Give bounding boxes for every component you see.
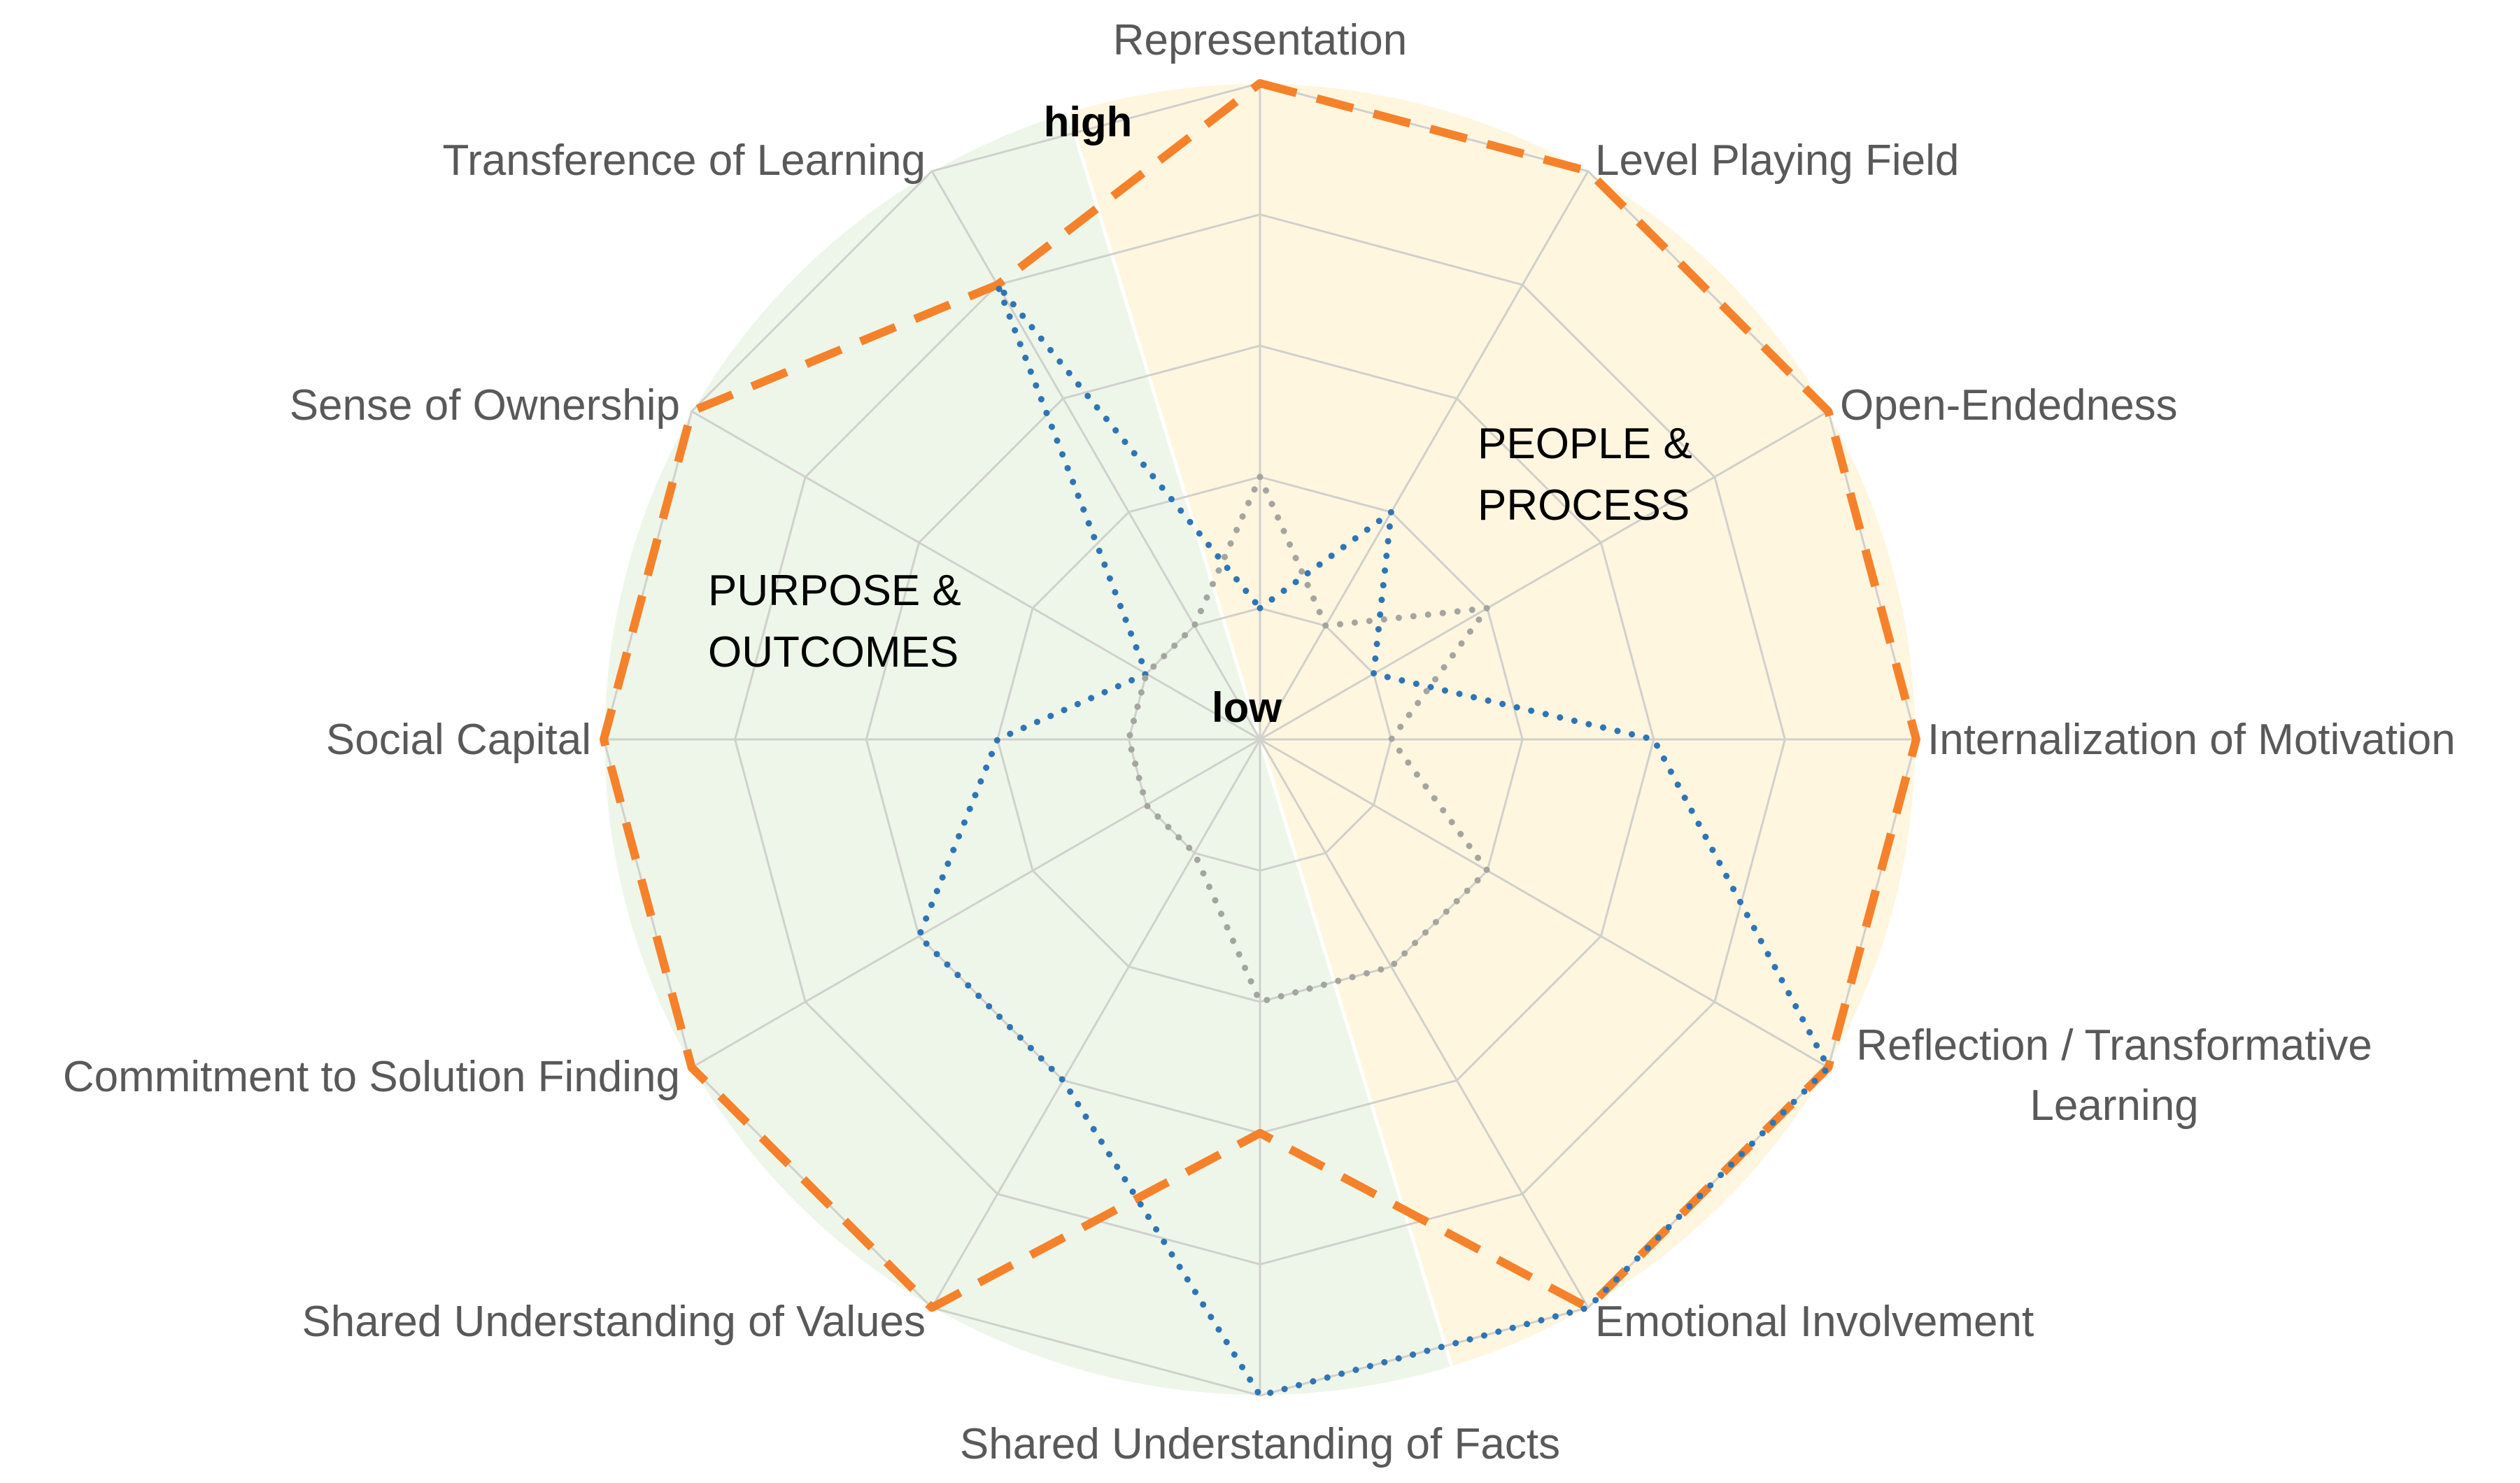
chart-series	[600, 79, 1920, 1399]
series-3-point	[1487, 607, 1488, 609]
axis-label: Emotional Involvement	[1595, 1298, 2034, 1346]
purpose-outcomes-region	[604, 112, 1452, 1395]
axis-label: Reflection / Transformative	[1856, 1021, 2372, 1070]
axis-label: Internalization of Motivation	[1927, 716, 2456, 764]
grid-spoke	[1259, 170, 1590, 740]
axis-label: Sense of Ownership	[290, 381, 680, 430]
series-3-point	[1487, 870, 1488, 872]
group-label: OUTCOMES	[708, 628, 958, 676]
axis-label: Shared Understanding of Facts	[960, 1420, 1560, 1468]
grid-spoke	[691, 410, 1261, 741]
axis-label: Level Playing Field	[1595, 136, 1959, 185]
grid-spoke	[1259, 739, 1590, 1309]
group-label: PROCESS	[1478, 481, 1690, 530]
group-label: PEOPLE &	[1478, 420, 1692, 468]
series-2-point	[919, 935, 920, 937]
axis-label: Commitment to Solution Finding	[63, 1053, 680, 1101]
series-2-point	[1391, 511, 1392, 513]
series-3-point	[1146, 804, 1147, 806]
axis-label: Representation	[1113, 16, 1408, 64]
axis-label: Transference of Learning	[443, 136, 926, 185]
group-label: PURPOSE &	[708, 567, 961, 615]
series-2-point	[1827, 1067, 1829, 1068]
axis-label: Learning	[2030, 1081, 2198, 1130]
series-1-point	[691, 411, 693, 412]
series-2-point	[1063, 1079, 1064, 1081]
series-3-point	[1391, 966, 1392, 967]
series-1-point	[1259, 1133, 1261, 1134]
series-3-point	[1194, 625, 1195, 627]
series-1-point	[603, 739, 604, 740]
series-2-point	[1259, 1395, 1261, 1396]
scale-low-label: low	[1212, 684, 1282, 731]
series-1-point	[1587, 171, 1589, 172]
series-2-point	[1373, 673, 1374, 674]
series-1-point	[1827, 411, 1829, 412]
axis-label: Shared Understanding of Values	[302, 1298, 926, 1346]
grid-spoke	[930, 739, 1261, 1309]
grid-spoke	[1259, 410, 1829, 741]
series-line-2	[916, 281, 1832, 1399]
series-1-point	[1916, 739, 1917, 740]
series-3-point	[1391, 739, 1392, 740]
series-2-point	[1259, 607, 1261, 609]
series-2-point	[1587, 1307, 1589, 1308]
series-3-point	[1194, 852, 1195, 853]
axis-label: Social Capital	[326, 716, 591, 764]
series-1-point	[1259, 83, 1261, 84]
grid-spoke	[691, 738, 1261, 1069]
series-3-point	[1259, 1001, 1261, 1002]
series-3-point	[1146, 673, 1147, 674]
series-3-point	[1325, 625, 1326, 627]
people-process-region	[1068, 84, 1916, 1367]
grid-spoke	[1259, 738, 1829, 1069]
group-labels: PEOPLE & PROCESS PURPOSE & OUTCOMES	[708, 420, 1692, 676]
series-2-point	[997, 739, 998, 740]
series-2-point	[1653, 739, 1655, 740]
series-3-point	[1259, 476, 1261, 478]
grid-spoke	[930, 170, 1261, 740]
series-2-point	[997, 284, 998, 285]
series-line-1	[600, 79, 1920, 1312]
chart-grid	[602, 82, 1918, 1397]
axis-label: Open-Endedness	[1840, 381, 2178, 430]
series-1-point	[691, 1067, 693, 1068]
series-1-point	[931, 1307, 933, 1308]
scale-high-label: high	[1044, 99, 1133, 146]
series-3-point	[1128, 739, 1129, 740]
series-line-3	[1125, 474, 1491, 1005]
